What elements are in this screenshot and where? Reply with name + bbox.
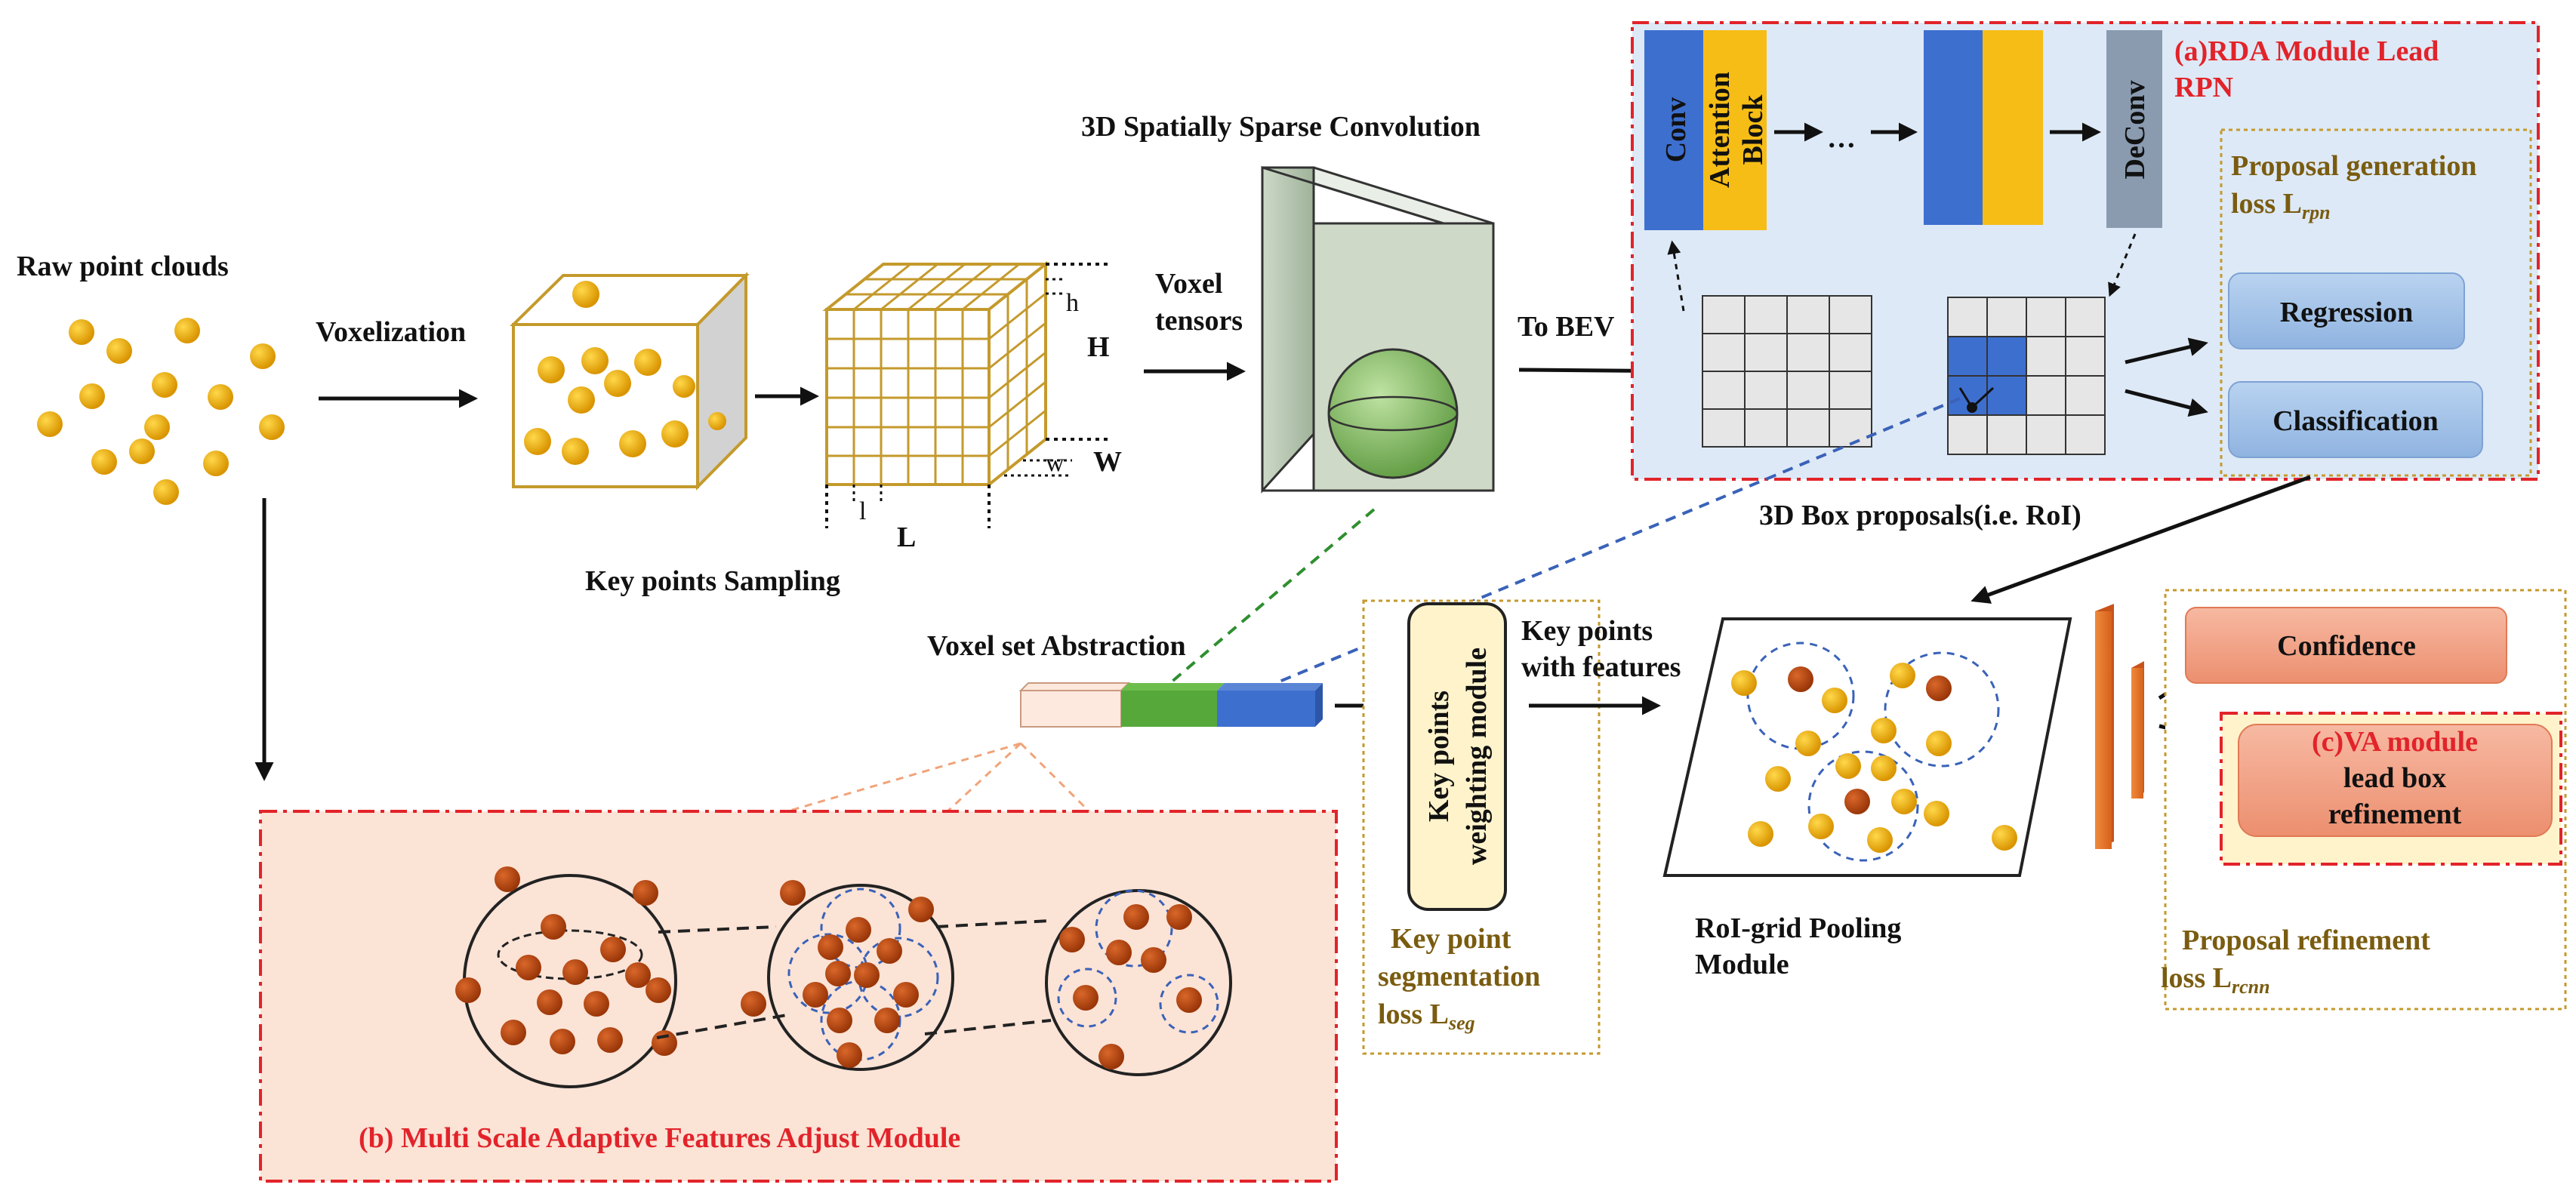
va-module-label-1: (c)VA module (2312, 726, 2478, 758)
bev-to-regression-arrow (2125, 337, 2208, 365)
proposal-gen-label-2: loss Lrpn (2231, 188, 2331, 223)
voxel-tensors-label-1: Voxel (1155, 268, 1222, 300)
weighting-label-2: weighting module (1461, 648, 1493, 865)
bev-to-classification-arrow (2125, 389, 2208, 417)
proposal-gen-label-1: Proposal generation (2231, 150, 2476, 182)
rda-title-2: RPN (2174, 72, 2233, 103)
raw-point-cloud (37, 318, 285, 505)
msaf-panel (259, 810, 1338, 1183)
conv-to-feature-dashed (1169, 508, 1376, 685)
msaf-connector-3 (1019, 742, 1149, 871)
segmentation-loss-label-1: Key point (1391, 923, 1511, 955)
box-proposals-label: 3D Box proposals(i.e. RoI) (1759, 500, 2081, 531)
raw-point-clouds-label: Raw point clouds (17, 251, 229, 282)
proposals-to-roi-arrow (1971, 475, 2311, 604)
regression-label: Regression (2280, 297, 2414, 328)
kp-features-label-2: with features (1521, 651, 1681, 683)
dim-W: W (1093, 446, 1122, 478)
sparse-conv-block (1261, 165, 1495, 494)
voxel-set-abstraction-label: Voxel set Abstraction (927, 630, 1186, 662)
rda-ellipsis: … (1827, 122, 1856, 154)
kp-features-label-1: Key points (1521, 615, 1653, 647)
bev-to-conv-dashed (1667, 240, 1685, 312)
va-module-box (2238, 724, 2553, 837)
attention-label-1: Attention (1704, 72, 1736, 188)
classification-label: Classification (2272, 405, 2439, 437)
msaf-spheres (455, 866, 1232, 1088)
voxel-grid (822, 260, 1110, 528)
deconv-layer (2106, 30, 2162, 228)
to-bev-label: To BEV (1518, 311, 1615, 343)
attention-block-2 (1983, 30, 2043, 225)
conv-label: Conv (1660, 97, 1692, 163)
roi-grid-pooling-label-2: Module (1695, 949, 1789, 980)
dim-w-small: w (1046, 449, 1065, 477)
confidence-label: Confidence (2277, 630, 2416, 662)
voxel-tensors-label-2: tensors (1155, 305, 1243, 337)
dim-L: L (897, 522, 916, 553)
fc-layers (2095, 604, 2144, 849)
va-module-label-2: lead box (2343, 762, 2446, 794)
confidence-box (2185, 607, 2507, 684)
conv-layer-2 (1924, 30, 1983, 225)
bev-grid-output (1947, 297, 2106, 455)
key-points-sampling-label: Key points Sampling (585, 565, 840, 597)
key-points-weighting-module (1407, 602, 1507, 911)
voxelization-label: Voxelization (316, 316, 466, 348)
voxel-cube (510, 272, 750, 491)
dim-h-small: h (1066, 289, 1079, 317)
regression-box (2228, 272, 2465, 349)
dim-H: H (1087, 331, 1110, 363)
roi-grid-pooling (1662, 617, 2072, 877)
refinement-loss-label-2: loss Lrcnn (2161, 962, 2270, 998)
dim-l-small: l (859, 497, 866, 525)
segmentation-loss-label-3: loss Lseg (1378, 998, 1475, 1034)
deconv-label: DeConv (2119, 81, 2151, 180)
deconv-to-bev-dashed (2108, 233, 2137, 297)
sparse-conv-label: 3D Spatially Sparse Convolution (1081, 111, 1481, 143)
conv-layer (1644, 30, 1703, 230)
va-module-label-3: refinement (2328, 798, 2462, 830)
msaf-title: (b) Multi Scale Adaptive Features Adjust… (359, 1122, 960, 1154)
voxel-feature-bar (1018, 682, 1323, 728)
segmentation-loss-label-2: segmentation (1378, 961, 1540, 992)
attention-block (1703, 30, 1767, 230)
refinement-loss-label-1: Proposal refinement (2182, 925, 2430, 956)
classification-box (2228, 381, 2483, 458)
attention-label-2: Block (1737, 94, 1769, 165)
rda-title-1: (a)RDA Module Lead (2174, 35, 2439, 67)
bev-grid-input (1702, 295, 1872, 448)
weighting-label-1: Key points (1423, 691, 1455, 822)
roi-grid-pooling-label-1: RoI-grid Pooling (1695, 912, 1901, 944)
